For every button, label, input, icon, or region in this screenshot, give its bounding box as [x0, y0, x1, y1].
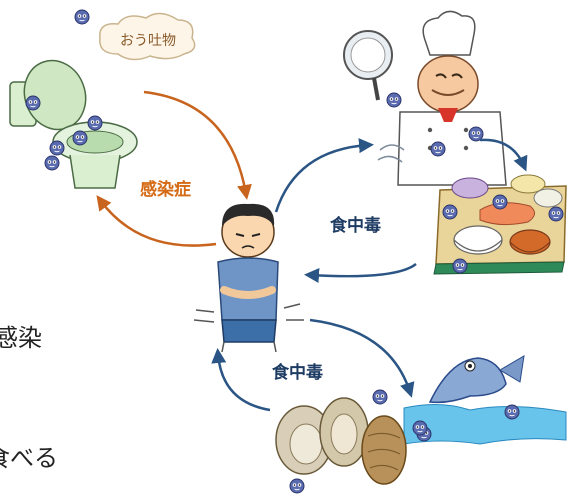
arrow-vomit-to-boy — [143, 90, 252, 200]
sick-boy-icon — [193, 203, 304, 353]
cut-off-text-infection: 感染 — [0, 324, 42, 352]
infection-label: 感染症 — [140, 180, 191, 200]
arrow-tray-to-boy — [304, 262, 417, 284]
arrow-chef-to-tray — [479, 138, 528, 172]
arrow-boy-to-toilet — [96, 195, 217, 247]
food-poisoning-label-bottom: 食中毒 — [272, 363, 323, 383]
chef-icon — [343, 10, 507, 186]
vomit-bubble: おう吐物 — [74, 9, 196, 61]
toilet-icon — [9, 59, 138, 189]
fish-icon — [403, 355, 567, 445]
food-poisoning-label-top: 食中毒 — [330, 216, 381, 236]
vomit-label: おう吐物 — [120, 33, 176, 49]
arrow-boy-to-chef — [274, 138, 374, 213]
cut-off-text-eat: 食べる — [0, 444, 58, 472]
meal-tray-icon — [433, 174, 567, 275]
oyster-icon — [275, 389, 428, 494]
arrow-boy-to-fish — [309, 318, 415, 398]
arrow-oyster-to-boy — [211, 348, 271, 412]
